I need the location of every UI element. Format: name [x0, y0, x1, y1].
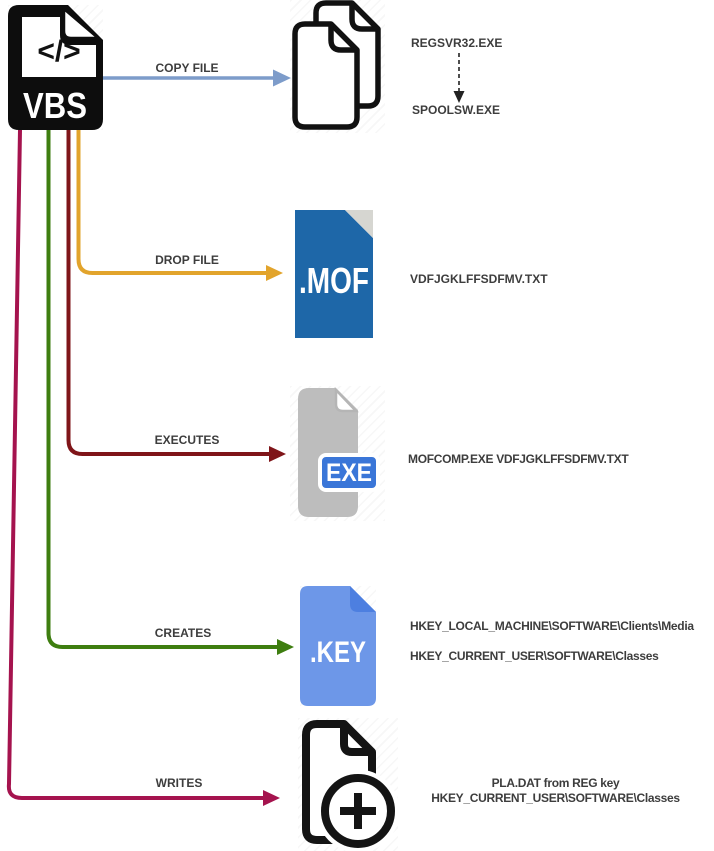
executes-label: EXECUTES	[154, 433, 220, 447]
plus-icon	[340, 793, 376, 829]
write-file-fold	[340, 724, 372, 756]
vbs-file-fold	[62, 6, 102, 40]
key-file-icon: .KEY	[300, 586, 376, 706]
drop-file-label: DROP FILE	[155, 253, 219, 267]
vbs-label: VBS	[23, 85, 87, 126]
created-reg-key-2: HKEY_CURRENT_USER\SOFTWARE\Classes	[410, 649, 659, 663]
vbs-file-icon: </> VBS	[8, 5, 103, 130]
writes-arrowhead	[263, 790, 280, 806]
executes-line	[66, 130, 269, 456]
copy-file-label: COPY FILE	[155, 61, 219, 75]
add-file-icon	[298, 718, 398, 851]
written-file-line2: HKEY_CURRENT_USER\SOFTWARE\Classes	[431, 791, 680, 805]
front-page	[292, 21, 360, 130]
exe-file-icon: EXE	[290, 386, 385, 521]
mof-file-fold	[345, 210, 373, 238]
key-file-fold	[350, 586, 376, 612]
key-badge: .KEY	[310, 636, 366, 669]
renamed-file-name: SPOOLSW.EXE	[412, 103, 501, 117]
copied-file-name: REGSVR32.EXE	[411, 36, 503, 50]
vbs-file-panel	[22, 17, 96, 77]
writes-line	[6, 129, 263, 800]
created-reg-key-1: HKEY_LOCAL_MACHINE\SOFTWARE\Clients\Medi…	[410, 619, 694, 633]
back-page-fold	[349, 3, 378, 32]
dropped-file-name: VDFJGKLFFSDFMV.TXT	[410, 272, 548, 286]
mof-file-icon: .MOF	[295, 210, 373, 338]
executed-command: MOFCOMP.EXE VDFJGKLFFSDFMV.TXT	[408, 452, 629, 466]
creates-line	[46, 130, 277, 649]
copy-file-arrowhead	[273, 69, 291, 87]
written-file-line1: PLA.DAT from REG key	[491, 776, 620, 790]
key-file-body	[300, 586, 376, 706]
code-glyph: </>	[37, 35, 80, 68]
creates-label: CREATES	[154, 626, 212, 640]
rename-arrowhead	[453, 91, 465, 103]
exe-badge-box	[318, 453, 380, 492]
copy-files-icon	[290, 0, 385, 133]
exe-badge: EXE	[326, 459, 372, 487]
mof-badge: .MOF	[299, 260, 369, 301]
writes-label: WRITES	[155, 776, 203, 790]
creates-arrowhead	[277, 639, 294, 655]
mof-file-body	[295, 210, 373, 338]
front-page-fold	[328, 24, 357, 53]
executes-arrowhead	[269, 446, 286, 462]
drop-file-arrowhead	[266, 265, 283, 281]
written-file-block: PLA.DAT from REG key HKEY_CURRENT_USER\S…	[398, 776, 713, 806]
drop-file-line	[76, 130, 266, 275]
exe-file-fold	[334, 386, 359, 413]
